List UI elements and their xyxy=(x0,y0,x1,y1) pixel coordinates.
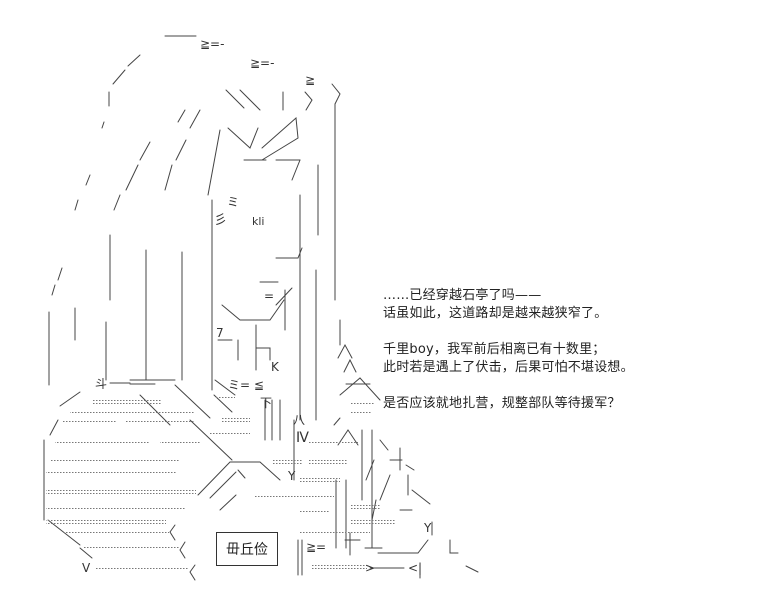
art-glyph: K xyxy=(271,360,279,374)
art-glyph: 斗 xyxy=(95,377,108,391)
art-glyph: <| xyxy=(408,561,423,575)
speaker-name: 毌丘俭 xyxy=(226,542,268,558)
art-glyph: 下 xyxy=(260,396,273,410)
art-glyph: Ⅳ xyxy=(296,430,309,446)
art-glyph: ≧=- xyxy=(250,56,275,70)
art-glyph: Y xyxy=(424,521,432,535)
dialogue-line-4: 此时若是遇上了伏击，后果可怕不堪设想。 xyxy=(383,360,634,375)
art-glyph: ≧= xyxy=(306,540,327,554)
art-glyph: 7 xyxy=(216,326,224,340)
art-glyph: ≧ xyxy=(305,73,316,87)
dialogue-line-3: 千里boy，我军前后相离已有十数里； xyxy=(383,342,606,357)
dialogue-line-5: 是否应该就地扎营，规整部队等待援军？ xyxy=(383,396,621,411)
art-glyph: Y xyxy=(288,469,296,483)
art-glyph: kli xyxy=(252,215,265,228)
art-glyph: V xyxy=(82,561,91,575)
dialogue-line-1: ……已经穿越石亭了吗—— xyxy=(383,288,542,303)
art-glyph: ミ= ≦ xyxy=(228,378,264,392)
art-glyph: 彡 xyxy=(214,213,228,228)
dialogue-line-2: 话虽如此，这道路却是越来越狭窄了。 xyxy=(383,306,608,321)
art-glyph: ミ xyxy=(227,195,240,209)
art-glyph: > xyxy=(365,561,376,575)
art-glyph: 八 xyxy=(293,413,306,427)
art-glyph: = xyxy=(264,289,275,303)
art-glyph: ≧=- xyxy=(200,37,225,51)
speaker-name-box: 毌丘俭 xyxy=(216,532,278,566)
